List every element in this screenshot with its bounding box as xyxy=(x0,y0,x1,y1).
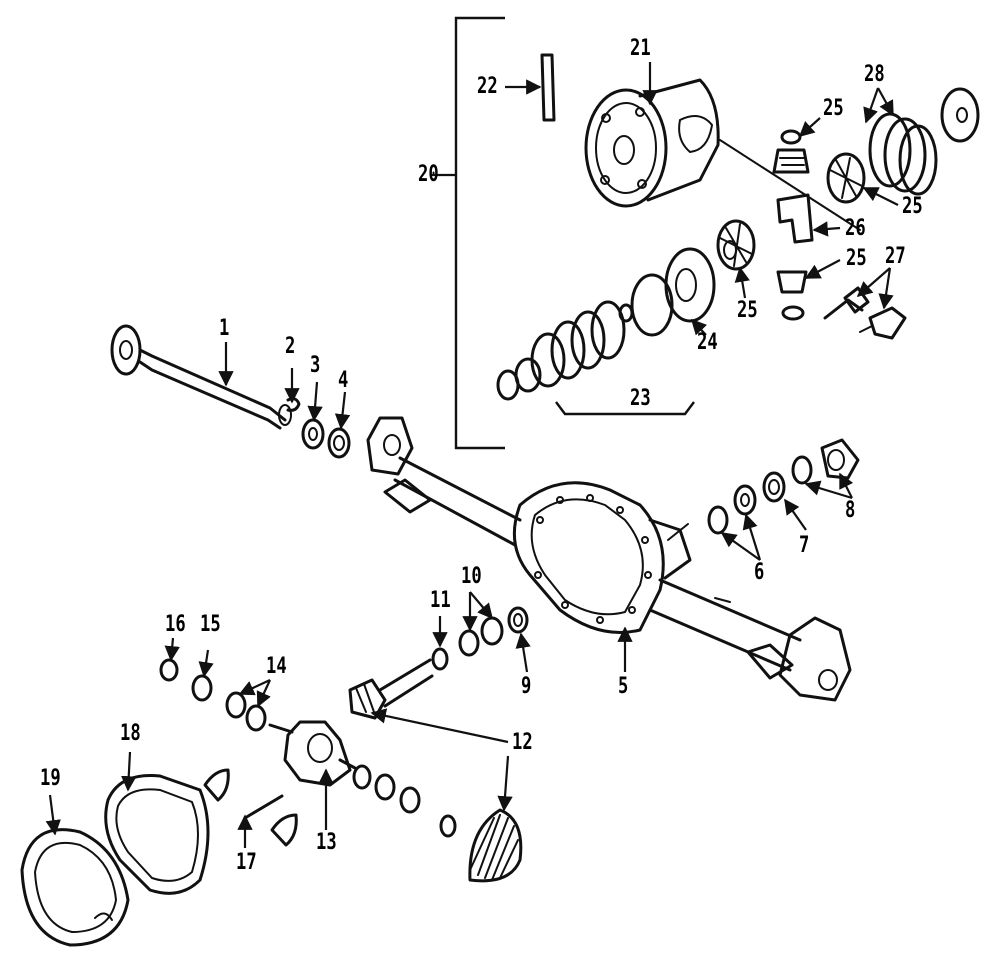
callout-3: 3 xyxy=(310,353,321,378)
differential-case xyxy=(268,720,457,838)
group-23-bracket xyxy=(555,401,695,416)
callout-24: 24 xyxy=(697,330,718,355)
callout-1: 1 xyxy=(219,316,230,341)
end-thrust-washer xyxy=(940,87,980,143)
pinion-bearing-race xyxy=(507,606,529,634)
pinion-bearings xyxy=(458,616,504,657)
callout-28: 28 xyxy=(864,62,885,87)
callout-6: 6 xyxy=(754,560,765,585)
group-20-bracket xyxy=(454,16,505,450)
callout-13: 13 xyxy=(316,830,337,855)
callout-23: 23 xyxy=(630,386,651,411)
carrier-shim xyxy=(191,674,213,702)
pinion-shaft xyxy=(776,193,814,244)
pinion-seal xyxy=(762,471,786,503)
callout-14: 14 xyxy=(266,654,287,679)
axle-housing xyxy=(366,416,852,702)
locker-case xyxy=(584,78,720,208)
callout-21: 21 xyxy=(630,36,651,61)
callout-20: 20 xyxy=(418,162,439,187)
callout-25-upper: 25 xyxy=(823,96,844,121)
pinion-shaft-axis xyxy=(719,139,861,231)
axle-bearing xyxy=(301,418,325,450)
callout-11: 11 xyxy=(430,588,451,613)
callout-26: 26 xyxy=(845,216,866,241)
callout-25-left: 25 xyxy=(737,298,758,323)
bearing-cap-upper xyxy=(203,768,230,802)
cross-shaft-pin xyxy=(540,53,556,122)
callout-16: 16 xyxy=(165,612,186,637)
callout-4: 4 xyxy=(338,368,349,393)
lock-sensor xyxy=(823,286,907,340)
carrier-bearings xyxy=(225,691,267,732)
callout-12: 12 xyxy=(512,730,533,755)
callout-18: 18 xyxy=(120,721,141,746)
callout-8: 8 xyxy=(845,498,856,523)
callout-25-lower: 25 xyxy=(846,246,867,271)
callout-10: 10 xyxy=(461,564,482,589)
callout-9: 9 xyxy=(521,674,532,699)
bearing-cap-lower xyxy=(270,813,298,847)
callout-17: 17 xyxy=(236,850,257,875)
lower-pinion-gear xyxy=(776,270,808,321)
side-gear-left xyxy=(716,219,756,271)
ring-gear xyxy=(468,808,523,883)
pinion-shim xyxy=(431,647,449,671)
cover-gasket-inner xyxy=(115,788,199,882)
upper-pinion-gear xyxy=(772,129,810,174)
callout-27: 27 xyxy=(885,244,906,269)
callout-7: 7 xyxy=(799,533,810,558)
leader-lines xyxy=(45,62,899,848)
cross-pin xyxy=(243,794,284,820)
callout-5: 5 xyxy=(618,674,629,699)
callout-22: 22 xyxy=(477,74,498,99)
axle-shaft xyxy=(110,324,292,430)
pinion-bearing-set xyxy=(707,484,757,535)
carrier-spacer xyxy=(159,658,179,682)
clutch-pack xyxy=(496,273,674,401)
right-clutch-pack xyxy=(868,112,938,196)
axle-seal xyxy=(327,427,351,459)
pinion-yoke xyxy=(791,438,860,485)
callout-15: 15 xyxy=(200,612,221,637)
callout-25-right: 25 xyxy=(902,194,923,219)
callout-19: 19 xyxy=(40,766,61,791)
callout-2: 2 xyxy=(285,334,296,359)
cover-gasket xyxy=(104,774,210,895)
side-gear-right xyxy=(826,152,866,204)
pinion-gear xyxy=(348,658,434,720)
